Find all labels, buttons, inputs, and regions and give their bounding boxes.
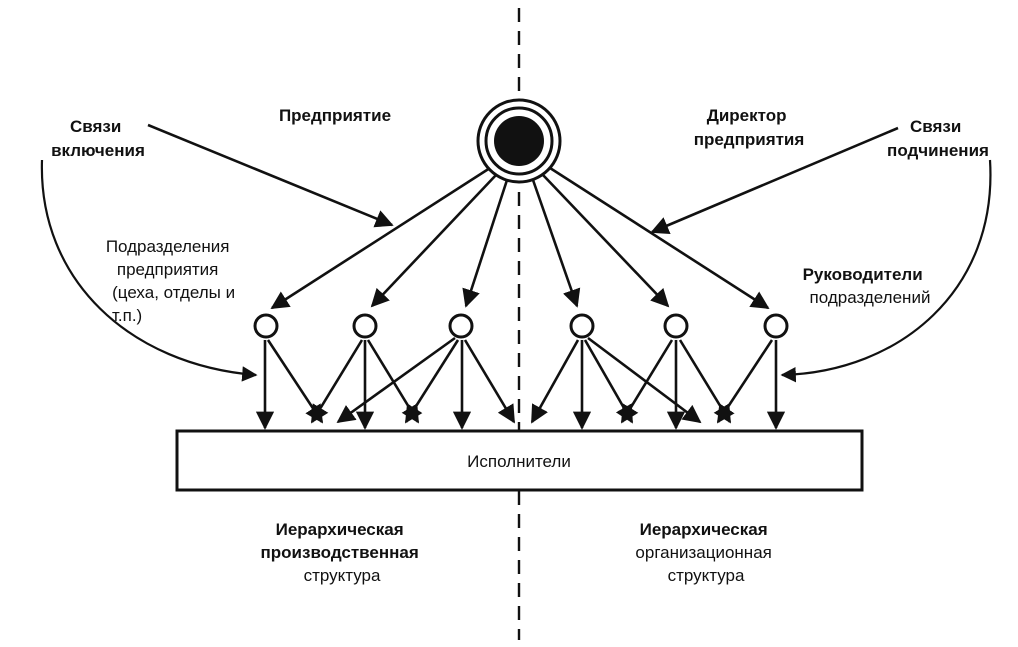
unit-node-5 xyxy=(663,313,689,339)
inclusion-links-curve xyxy=(40,159,258,382)
edge-unit-4-far-right xyxy=(587,336,702,424)
unit-node-4 xyxy=(569,313,595,339)
edge-unit-2-left xyxy=(310,339,364,424)
edge-unit-4-left xyxy=(530,339,580,424)
director-edges xyxy=(270,166,770,310)
director-node xyxy=(476,98,562,184)
edge-director-unit-5 xyxy=(542,174,670,308)
unit-edges xyxy=(255,336,786,430)
edge-unit-6-left xyxy=(716,339,774,424)
executors-label: Исполнители xyxy=(467,452,571,471)
edge-director-unit-2 xyxy=(370,174,497,308)
unit-node-6 xyxy=(763,313,789,339)
pointer-enterprise xyxy=(147,123,394,228)
subordination-links-label: Связи подчинения xyxy=(887,117,989,160)
subdivisions-label: Подразделения предприятия (цеха, отделы … xyxy=(106,237,240,325)
subordination-links-curve xyxy=(780,159,992,383)
edge-director-unit-6 xyxy=(549,166,770,310)
edge-unit-5-right xyxy=(678,339,732,424)
pointer-director xyxy=(650,126,899,235)
edge-unit-5-left xyxy=(620,339,674,424)
edge-director-unit-1 xyxy=(270,166,491,310)
edge-unit-1-right xyxy=(266,339,324,424)
inclusion-links-label: Связи включения xyxy=(51,117,145,160)
edge-director-unit-3 xyxy=(462,179,509,308)
edge-unit-3-far-left xyxy=(336,336,456,424)
edge-unit-3-right xyxy=(463,339,516,424)
director-label: Директор предприятия xyxy=(694,106,805,149)
edge-director-unit-4 xyxy=(531,179,581,308)
unit-node-1 xyxy=(253,313,279,339)
production-structure-label: Иерархическая производственная структура xyxy=(261,520,424,585)
unit-node-2 xyxy=(352,313,378,339)
unit-heads-label: Руководители подразделений xyxy=(803,265,931,307)
organizational-structure-label: Иерархическая организационная структура xyxy=(635,520,776,585)
unit-node-3 xyxy=(448,313,474,339)
enterprise-label: Предприятие xyxy=(279,106,391,125)
edge-unit-3-left xyxy=(404,339,460,424)
executors-box xyxy=(175,429,864,492)
